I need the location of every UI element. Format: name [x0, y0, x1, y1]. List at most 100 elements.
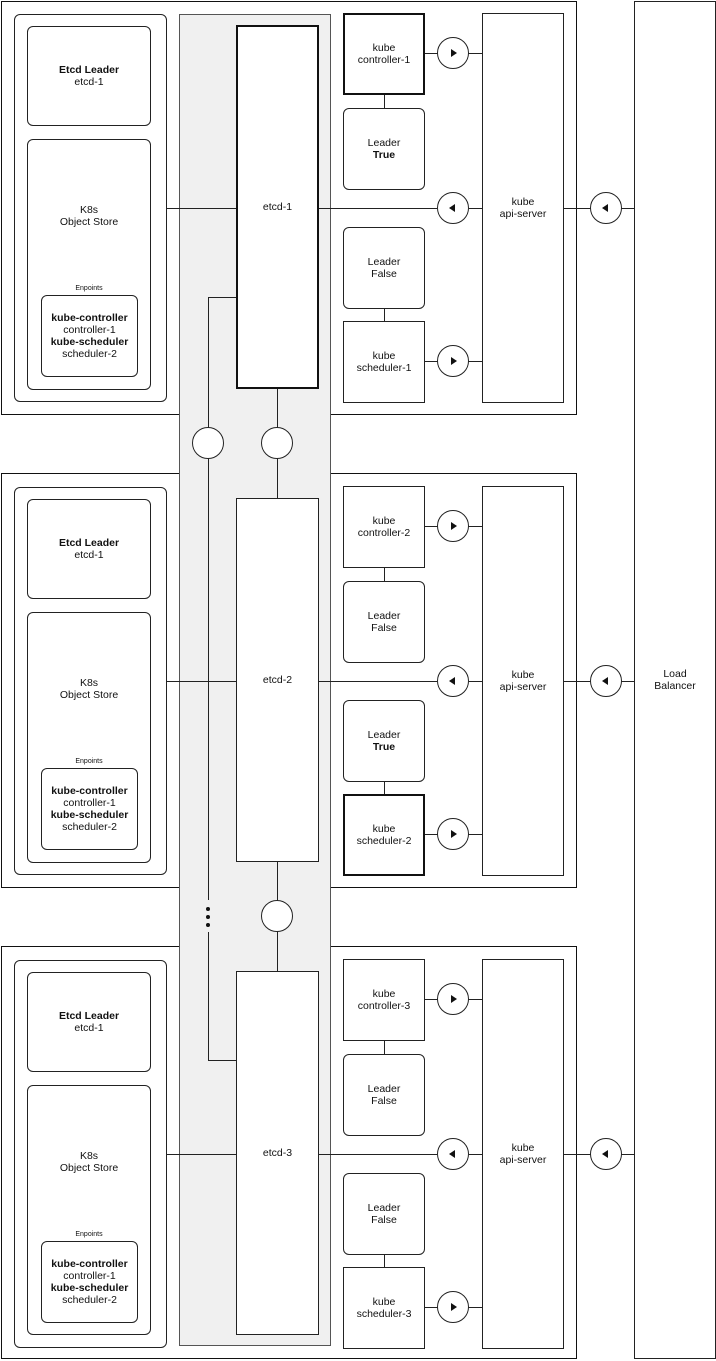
endpoints-label: Enpoints [75, 758, 103, 765]
leader-value: False [371, 268, 397, 280]
kube-controller-line2: controller-2 [357, 527, 411, 539]
etcd-peer-link-1-2 [261, 427, 293, 459]
load-balancer-line1: Load [663, 668, 687, 680]
endpoint-controller-value: controller-1 [63, 1270, 116, 1282]
connector [167, 681, 236, 682]
endpoint-controller-value: controller-1 [63, 324, 116, 336]
kube-controller-line2: controller-1 [357, 54, 411, 66]
endpoint-scheduler-value: scheduler-2 [62, 821, 117, 833]
object-store-line2: Object Store [59, 689, 119, 701]
play-left-icon [602, 204, 608, 212]
kube-controller-line1: kube [372, 515, 396, 527]
node-1-kube-api-server: kube api-server [482, 13, 564, 403]
object-store-line1: K8s [79, 1150, 99, 1162]
ellipsis-dot [206, 923, 210, 927]
kube-scheduler-line2: scheduler-3 [356, 1308, 412, 1320]
node-3-etcd-leader: Etcd Leader etcd-1 [27, 972, 151, 1072]
endpoint-scheduler-title: kube-scheduler [50, 336, 129, 348]
connector [319, 1154, 437, 1155]
etcd-leader-value: etcd-1 [74, 76, 104, 88]
connector [167, 1154, 236, 1155]
node-2-controller-leader: Leader False [343, 581, 425, 663]
node-3-kube-scheduler: kube scheduler-3 [343, 1267, 425, 1349]
node-2-scheduler-arrow [437, 818, 469, 850]
node-3-kube-api-server: kube api-server [482, 959, 564, 1349]
etcd-leader-value: etcd-1 [74, 1022, 104, 1034]
node-3-lb-arrow [590, 1138, 622, 1170]
node-1-scheduler-arrow [437, 345, 469, 377]
endpoint-controller-title: kube-controller [51, 312, 128, 324]
leader-label: Leader [367, 256, 401, 268]
endpoints-label: Enpoints [75, 285, 103, 292]
etcd-peer-link [208, 297, 209, 900]
play-right-icon [451, 995, 457, 1003]
node-3-scheduler-leader: Leader False [343, 1173, 425, 1255]
node-3-endpoints: kube-controller controller-1 kube-schedu… [41, 1241, 138, 1323]
connector [384, 95, 385, 108]
ellipsis-dot [206, 907, 210, 911]
etcd-peer-link [208, 1060, 236, 1061]
kube-scheduler-line1: kube [372, 1296, 396, 1308]
api-server-line1: kube [511, 669, 535, 681]
endpoint-scheduler-title: kube-scheduler [50, 1282, 129, 1294]
play-left-icon [602, 1150, 608, 1158]
etcd-member-label: etcd-2 [262, 674, 293, 686]
connector [384, 1255, 385, 1267]
object-store-line2: Object Store [59, 216, 119, 228]
etcd-leader-title: Etcd Leader [58, 1010, 120, 1022]
node-3-controller-leader: Leader False [343, 1054, 425, 1136]
play-right-icon [451, 522, 457, 530]
etcd-member-label: etcd-3 [262, 1147, 293, 1159]
endpoint-scheduler-value: scheduler-2 [62, 1294, 117, 1306]
etcd-leader-value: etcd-1 [74, 549, 104, 561]
leader-value: True [372, 741, 396, 753]
leader-label: Leader [367, 610, 401, 622]
etcd-leader-title: Etcd Leader [58, 64, 120, 76]
connector [384, 568, 385, 581]
node-1-scheduler-leader: Leader False [343, 227, 425, 309]
etcd-member-label: etcd-1 [262, 201, 293, 213]
leader-value: False [371, 622, 397, 634]
node-2-etcd-arrow [437, 665, 469, 697]
node-1-etcd-leader: Etcd Leader etcd-1 [27, 26, 151, 126]
node-2-lb-arrow [590, 665, 622, 697]
node-1-controller-arrow [437, 37, 469, 69]
kube-scheduler-line1: kube [372, 350, 396, 362]
kube-controller-line2: controller-3 [357, 1000, 411, 1012]
api-server-line1: kube [511, 1142, 535, 1154]
connector [319, 208, 437, 209]
play-left-icon [449, 1150, 455, 1158]
play-right-icon [451, 49, 457, 57]
endpoints-label: Enpoints [75, 1231, 103, 1238]
node-1-controller-leader: Leader True [343, 108, 425, 190]
api-server-line1: kube [511, 196, 535, 208]
node-1-etcd-arrow [437, 192, 469, 224]
leader-label: Leader [367, 1083, 401, 1095]
api-server-line2: api-server [499, 1154, 547, 1166]
object-store-line2: Object Store [59, 1162, 119, 1174]
connector [384, 782, 385, 794]
node-3-scheduler-arrow [437, 1291, 469, 1323]
node-2-scheduler-leader: Leader True [343, 700, 425, 782]
connector [384, 1041, 385, 1054]
node-3-controller-arrow [437, 983, 469, 1015]
node-1-kube-scheduler: kube scheduler-1 [343, 321, 425, 403]
node-2-etcd-leader: Etcd Leader etcd-1 [27, 499, 151, 599]
connector [469, 208, 482, 209]
play-left-icon [449, 204, 455, 212]
node-2-kube-scheduler: kube scheduler-2 [343, 794, 425, 876]
object-store-line1: K8s [79, 677, 99, 689]
node-2-kube-api-server: kube api-server [482, 486, 564, 876]
endpoint-scheduler-title: kube-scheduler [50, 809, 129, 821]
node-1-endpoints: kube-controller controller-1 kube-schedu… [41, 295, 138, 377]
play-right-icon [451, 1303, 457, 1311]
node-1-lb-arrow [590, 192, 622, 224]
play-right-icon [451, 357, 457, 365]
ellipsis-dot [206, 915, 210, 919]
node-3-etcd-member: etcd-3 [236, 971, 319, 1335]
node-2-endpoints: kube-controller controller-1 kube-schedu… [41, 768, 138, 850]
node-3-kube-controller: kube controller-3 [343, 959, 425, 1041]
leader-value: True [372, 149, 396, 161]
connector [319, 681, 437, 682]
leader-value: False [371, 1095, 397, 1107]
